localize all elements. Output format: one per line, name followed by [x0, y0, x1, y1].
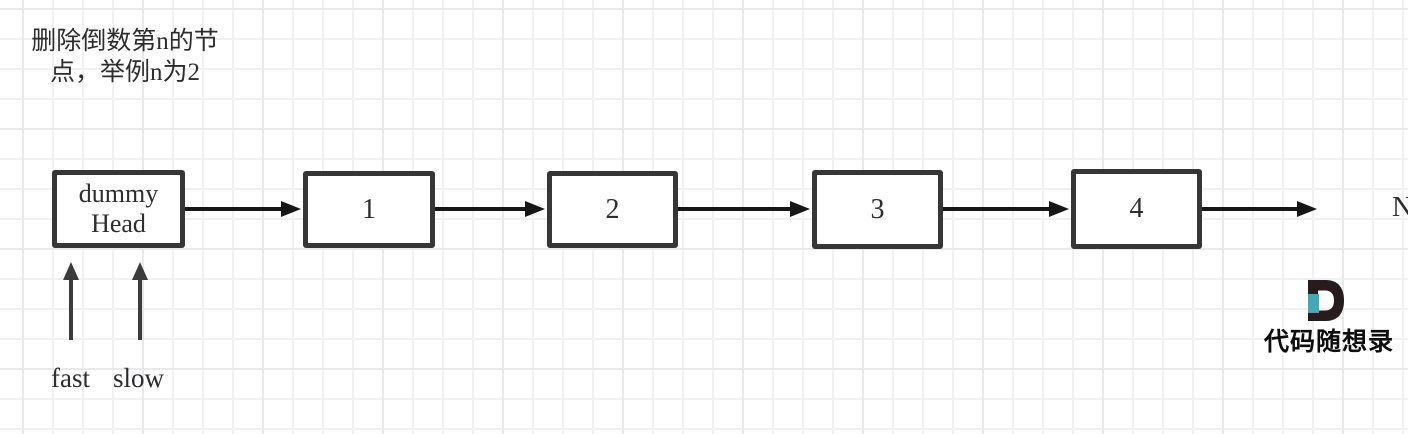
list-node-2: 2 [547, 171, 678, 248]
slow-pointer-label: slow [113, 363, 165, 393]
arrow-up-icon [132, 262, 148, 340]
diagram-title: 删除倒数第n的节 点，举例n为2 [14, 26, 236, 88]
diagram-title-line-2: 点，举例n为2 [49, 59, 200, 86]
dummy-head-label-line-2: Head [91, 209, 146, 238]
diagram-title-line-1: 删除倒数第n的节 [31, 28, 219, 55]
null-label: N [1392, 191, 1408, 223]
node-value: 3 [870, 193, 885, 225]
node-value: 2 [605, 193, 620, 225]
node-value: 1 [362, 193, 376, 225]
dummy-head-label-line-1: dummy [78, 179, 159, 208]
logo-d-icon [1306, 280, 1344, 326]
list-node-4: 4 [1071, 169, 1202, 249]
dummy-head-node: dummy Head [52, 170, 185, 248]
logo-brand-text: 代码随想录 [1263, 329, 1394, 356]
arrow-right-icon [943, 201, 1069, 217]
arrow-right-icon [678, 201, 810, 217]
list-node-1: 1 [303, 171, 435, 248]
arrow-up-icon [63, 262, 79, 340]
node-value: 4 [1129, 193, 1144, 224]
arrow-right-icon [1202, 201, 1317, 217]
list-node-3: 3 [812, 170, 943, 249]
arrow-right-icon [435, 201, 545, 217]
fast-pointer-label: fast [51, 363, 90, 393]
arrow-right-icon [185, 201, 301, 217]
